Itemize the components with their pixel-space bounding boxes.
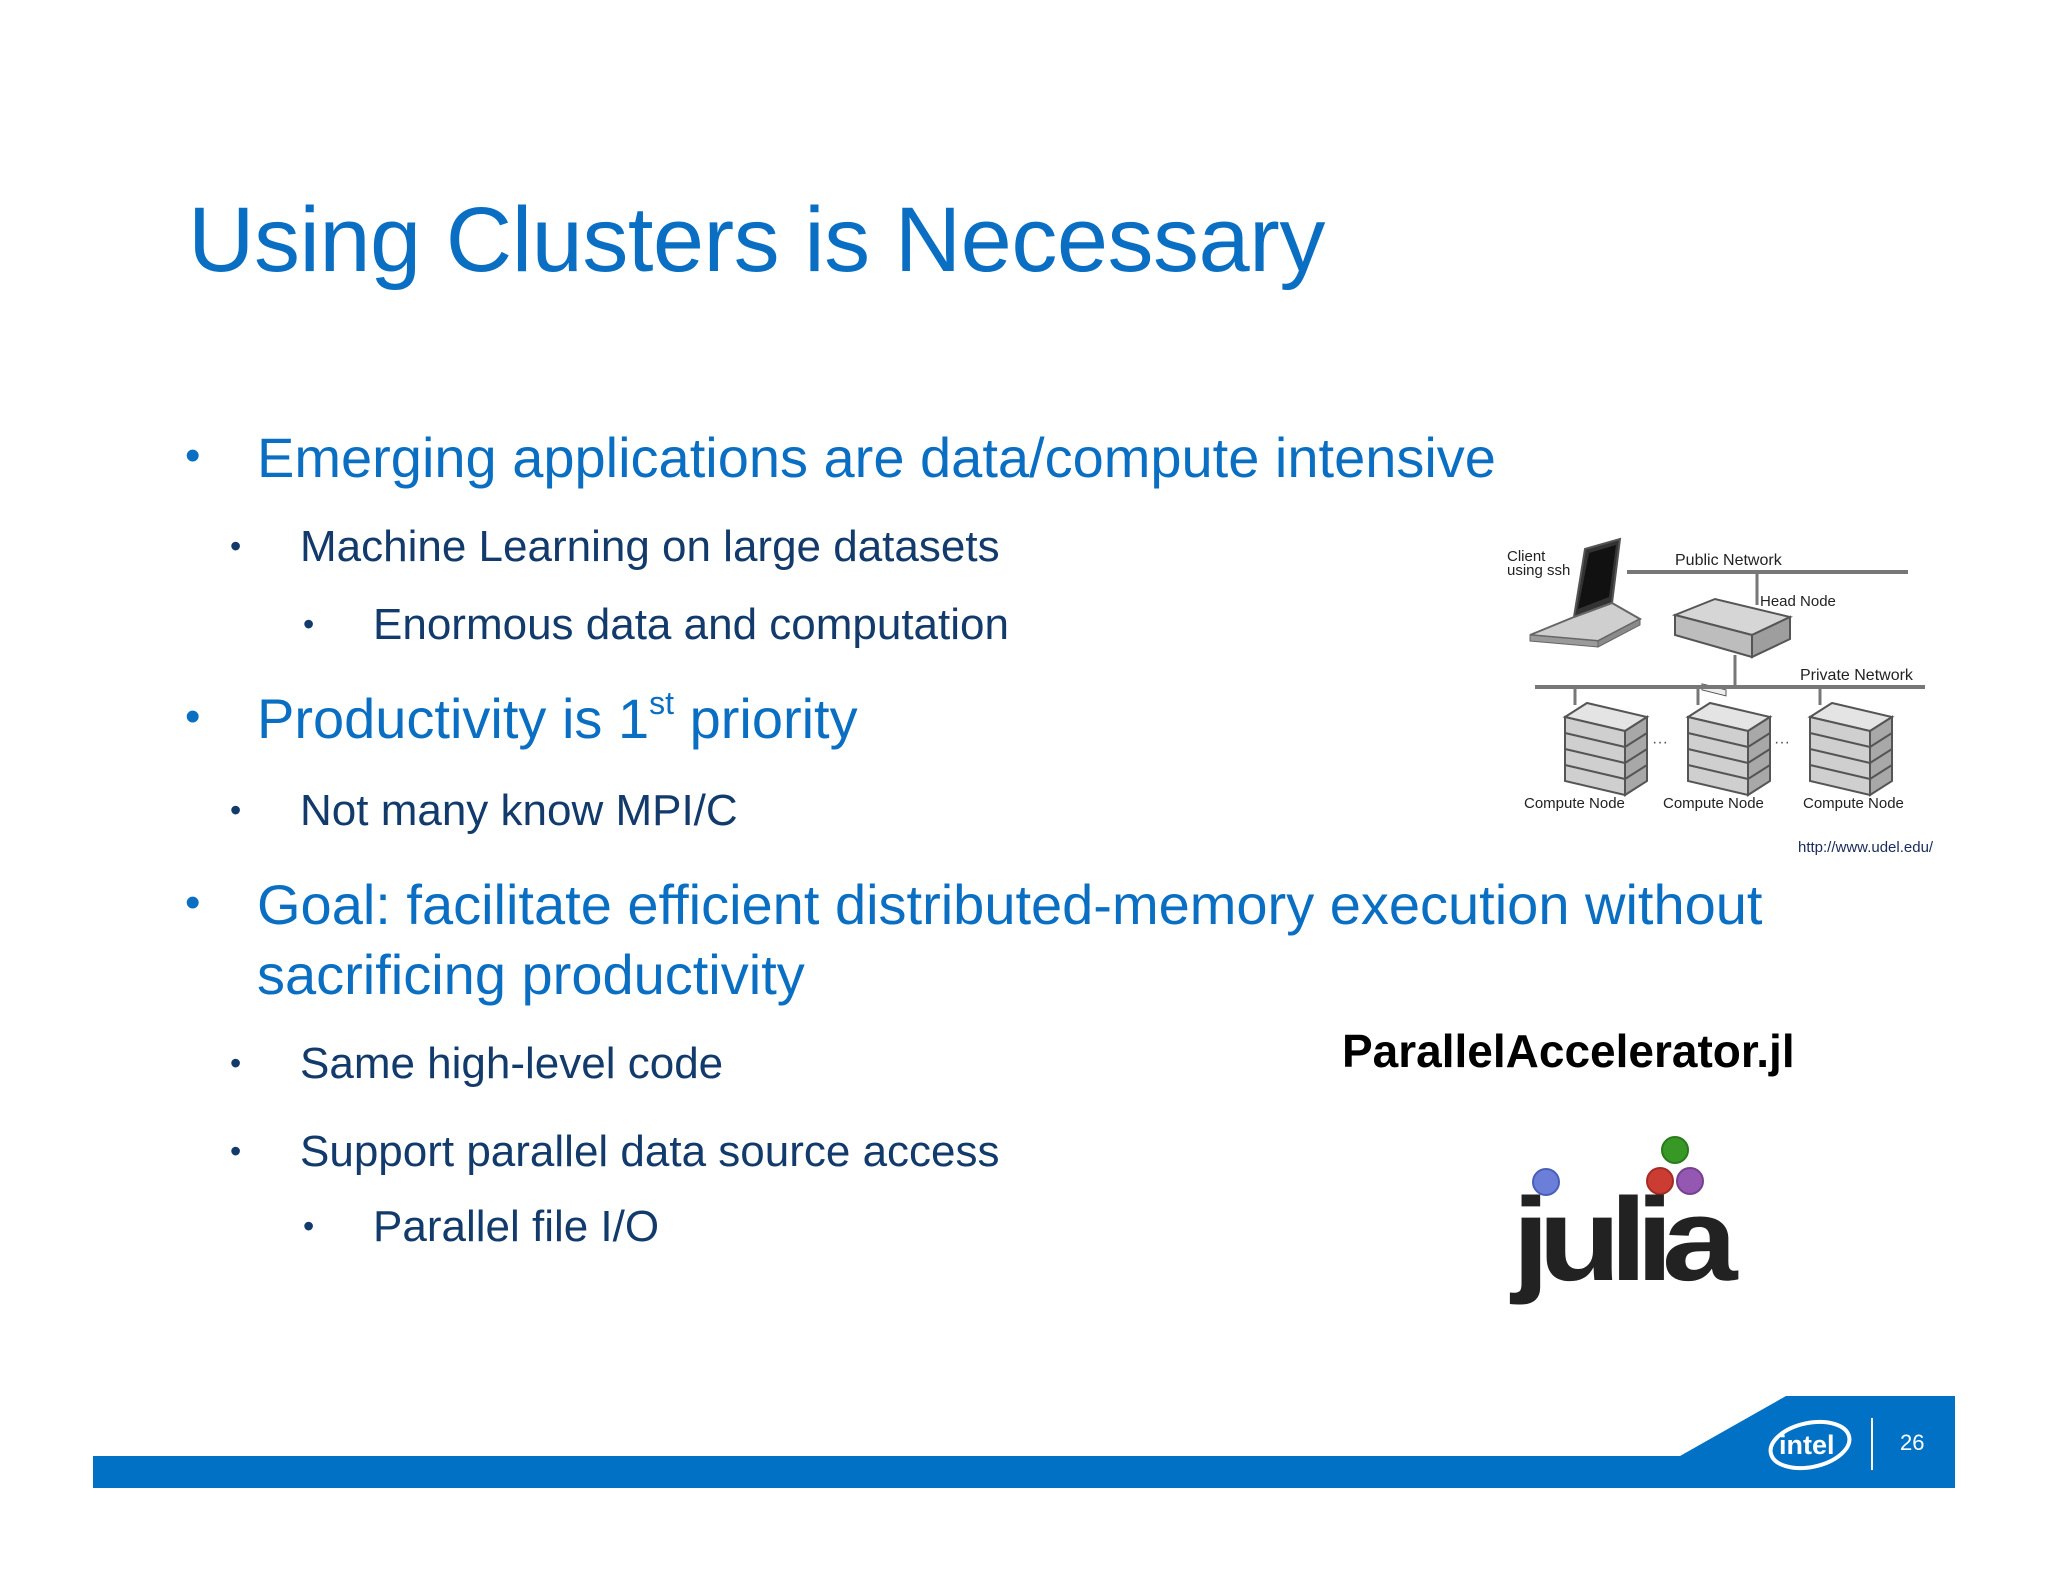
compute-node-label: Compute Node [1524,795,1625,812]
bullet-dot: • [230,1045,242,1081]
bullet-dot: • [230,1133,242,1169]
bullet-dot: • [185,878,201,927]
laptop-icon [1529,537,1643,648]
framework-label: ParallelAccelerator.jl [1342,1025,1795,1077]
svg-text:intel: intel [1779,1430,1835,1460]
bullet-productivity: • Productivity is 1st priority [185,685,858,751]
bullet-text-line1: Goal: facilitate efficient distributed-m… [257,873,1763,936]
compute-node-label: Compute Node [1663,795,1764,812]
compute-node-label: Compute Node [1803,795,1904,812]
svg-text:···: ··· [1652,734,1668,751]
client-label: Client [1507,548,1546,565]
client-label-2: using ssh [1507,562,1570,579]
bullet-dot: • [185,431,201,480]
bullet-emerging-applications: • Emerging applications are data/compute… [185,425,1496,490]
bullet-text-line2: sacrificing productivity [257,943,805,1006]
bullet-not-many-know: • Not many know MPI/C [230,786,738,836]
bullet-text-pre: Productivity is 1 [257,687,650,750]
bullet-text: Not many know MPI/C [300,786,738,835]
julia-wordmark: julia [1510,1174,1739,1306]
compute-node-server-icon [1807,701,1895,797]
bullet-text: Emerging applications are data/compute i… [257,426,1496,489]
bullet-dot: • [185,692,201,741]
cluster-diagram: Client using ssh Public Network Head Nod… [1507,537,1925,812]
bullet-parallel-file-io: • Parallel file I/O [303,1202,660,1252]
head-node-label: Head Node [1760,593,1836,610]
bullet-dot: • [303,1208,315,1244]
bullet-goal: • Goal: facilitate efficient distributed… [185,872,1763,937]
bullet-goal-continuation: sacrificing productivity [257,942,805,1007]
bullet-dot: • [230,528,242,564]
julia-logo: julia [1510,1136,1740,1306]
diagram-source-url: http://www.udel.edu/ [1798,839,1934,856]
bullet-same-code: • Same high-level code [230,1039,724,1089]
bullet-text: Support parallel data source access [300,1127,1000,1176]
bullet-enormous-data: • Enormous data and computation [303,600,1009,650]
slide-title: Using Clusters is Necessary [188,189,1325,291]
intel-logo: intel [1768,1419,1852,1471]
bullet-text: Parallel file I/O [373,1202,660,1251]
svg-text:···: ··· [1774,734,1790,751]
bullet-machine-learning: • Machine Learning on large datasets [230,522,1000,572]
bullet-parallel-data-source: • Support parallel data source access [230,1127,1000,1177]
bullet-dot: • [303,606,315,642]
bullet-text: Enormous data and computation [373,600,1009,649]
bullet-text: Same high-level code [300,1039,724,1088]
bullet-superscript: st [649,685,675,722]
private-network-label: Private Network [1800,667,1914,684]
compute-node-server-icon [1685,701,1773,797]
public-network-label: Public Network [1675,552,1783,569]
bullet-text: Machine Learning on large datasets [300,522,1000,571]
compute-node-server-icon [1562,701,1650,797]
page-number: 26 [1900,1430,1925,1455]
bullet-dot: • [230,792,242,828]
bullet-text-post: priority [674,687,858,750]
